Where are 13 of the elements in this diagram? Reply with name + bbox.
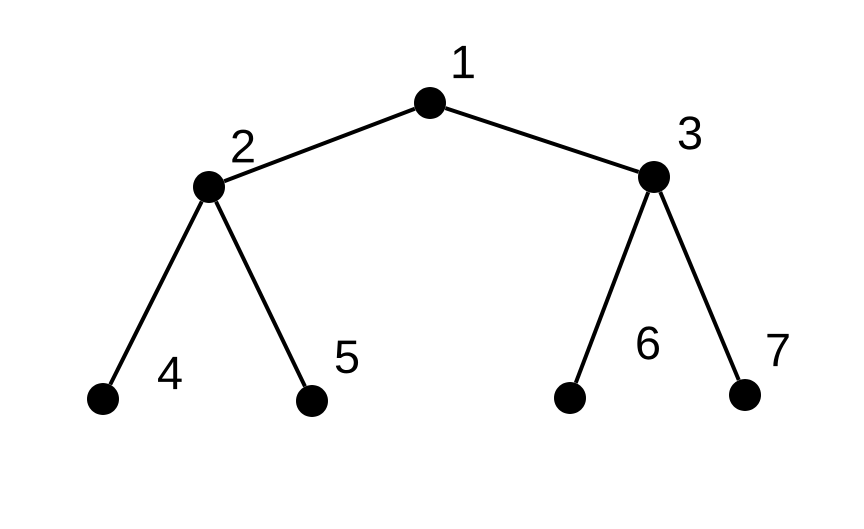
tree-edge [658, 191, 741, 381]
tree-edge [574, 191, 650, 384]
node-number: 2 [232, 130, 254, 162]
tree-edge [214, 200, 307, 388]
node-number: 6 [637, 326, 659, 360]
node-number: 1 [454, 46, 474, 78]
tree-edge [444, 106, 640, 174]
node-number: 5 [336, 340, 358, 374]
node-number: 7 [767, 334, 789, 366]
tree-edge [108, 200, 204, 386]
node-number: 3 [678, 116, 701, 150]
tree-edge [223, 106, 416, 184]
node-number: 4 [158, 356, 182, 390]
